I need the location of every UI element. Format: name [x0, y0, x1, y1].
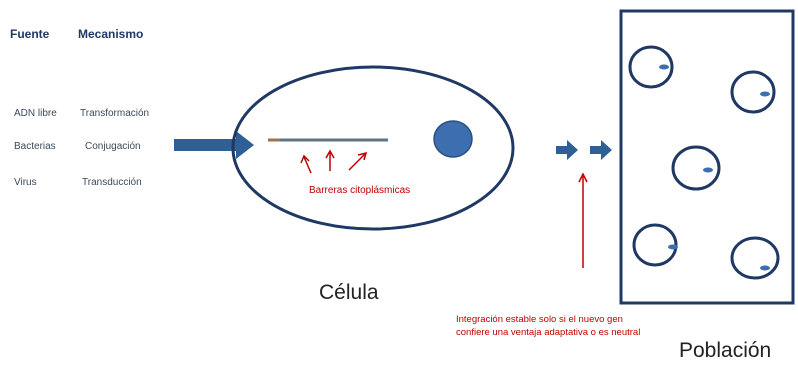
population-nucleus — [668, 244, 678, 250]
small-arrow-1 — [556, 140, 578, 160]
nucleus — [433, 120, 473, 158]
integration-arrow — [578, 172, 588, 268]
population-cell — [730, 70, 776, 114]
row-fuente: ADN libre — [14, 108, 57, 119]
population-cell — [671, 145, 721, 191]
header-mecanismo: Mecanismo — [78, 27, 144, 41]
integration-note: Integración estable solo si el nuevo gen… — [456, 314, 641, 338]
row-mecanismo: Conjugación — [85, 141, 141, 152]
row-fuente: Bacterias — [14, 141, 56, 152]
small-arrow-2 — [590, 140, 612, 160]
population-box — [619, 9, 795, 305]
population-nucleus — [760, 91, 770, 97]
cell-label: Célula — [319, 281, 379, 304]
row-mecanismo: Transformación — [80, 108, 150, 119]
population-cell — [628, 45, 674, 89]
barrier-label: Barreras citoplásmicas — [309, 185, 411, 196]
population-nucleus — [760, 265, 770, 271]
population-label: Población — [679, 339, 772, 362]
row-fuente: Virus — [14, 177, 37, 188]
cell-ellipse — [231, 65, 515, 231]
population-nucleus — [659, 64, 669, 70]
header-fuente: Fuente — [10, 27, 50, 41]
input-arrow — [174, 131, 254, 159]
barrier-arrows — [300, 149, 368, 174]
population-nucleus — [703, 167, 713, 173]
population-cell — [730, 236, 780, 280]
population-cell — [632, 223, 678, 267]
population-cells — [628, 45, 780, 280]
row-mecanismo: Transducción — [82, 177, 142, 188]
